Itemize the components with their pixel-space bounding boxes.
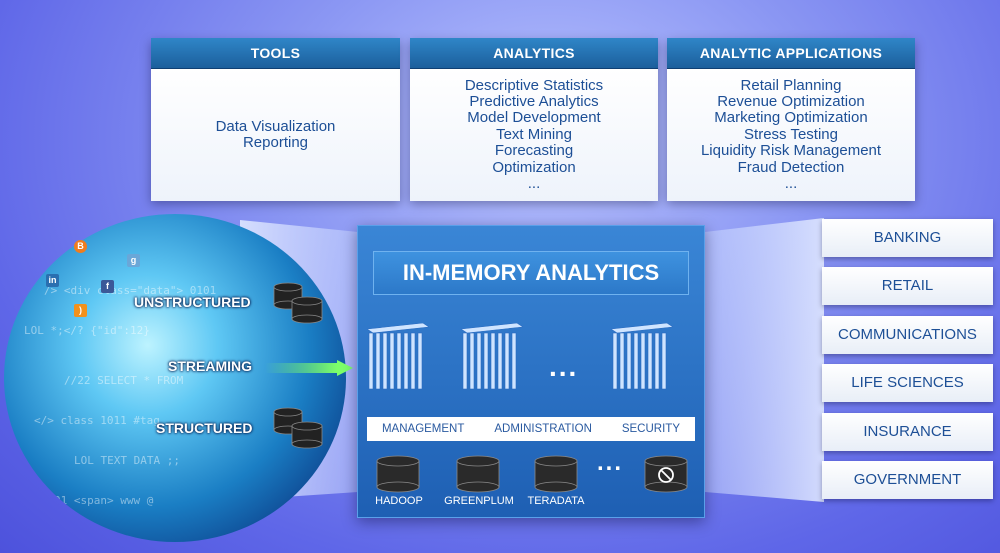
structured-db-icon [273, 407, 323, 449]
services-bar: MANAGEMENT ADMINISTRATION SECURITY [367, 417, 695, 441]
industry-life-sciences: LIFE SCIENCES [822, 364, 993, 402]
structured-label: STRUCTURED [156, 420, 253, 436]
teradata-label: TERADATA [527, 495, 585, 507]
unstructured-label: UNSTRUCTURED [134, 294, 251, 310]
more-racks-ellipsis: ... [549, 351, 579, 382]
applications-item: Retail Planning [740, 76, 842, 94]
hadoop-label: HADOOP [375, 495, 423, 507]
administration-label: ADMINISTRATION [494, 423, 592, 435]
industry-communications: COMMUNICATIONS [822, 316, 993, 354]
server-rack-icon [461, 323, 523, 390]
industry-banking: BANKING [822, 219, 993, 257]
applications-panel-title: ANALYTIC APPLICATIONS [667, 38, 915, 69]
greenplum-label: GREENPLUM [444, 495, 514, 507]
applications-item: ... [784, 175, 798, 193]
greenplum-db-icon [456, 455, 500, 493]
applications-panel-list: Retail Planning Revenue Optimization Mar… [667, 69, 915, 201]
unstructured-db-icon [273, 282, 323, 324]
analytics-item: Optimization [492, 158, 576, 176]
in-memory-analytics-hub: IN-MEMORY ANALYTICS ... MANAGEMENT ADMIN… [357, 225, 705, 518]
streaming-arrow-icon [265, 360, 353, 376]
analytics-item: Text Mining [496, 125, 572, 143]
analytics-panel-list: Descriptive Statistics Predictive Analyt… [410, 69, 658, 201]
applications-item: Liquidity Risk Management [700, 142, 882, 160]
analytics-item: Predictive Analytics [469, 92, 599, 110]
server-rack-icon [611, 323, 673, 390]
analytics-item: Model Development [467, 109, 601, 127]
teradata-db-icon [534, 455, 578, 493]
hadoop-db-icon [376, 455, 420, 493]
analytics-item: ... [527, 175, 541, 193]
analytics-panel: ANALYTICS Descriptive Statistics Predict… [410, 38, 658, 201]
tools-panel-list: Data Visualization Reporting [151, 69, 400, 201]
blogger-icon: B [74, 240, 87, 253]
right-funnel [705, 218, 824, 502]
industry-insurance: INSURANCE [822, 413, 993, 451]
analytics-item: Descriptive Statistics [464, 76, 604, 94]
prohibited-db-icon [644, 455, 688, 493]
data-globe: /> <div class="data"> 0101 LOL *;</? {"i… [4, 214, 346, 542]
tools-item: Reporting [242, 134, 309, 151]
analytics-item: Forecasting [494, 142, 574, 160]
security-label: SECURITY [621, 423, 680, 435]
hub-title: IN-MEMORY ANALYTICS [373, 251, 689, 295]
analytic-applications-panel: ANALYTIC APPLICATIONS Retail Planning Re… [667, 38, 915, 201]
management-label: MANAGEMENT [381, 423, 465, 435]
streaming-label: STREAMING [168, 358, 252, 374]
linkedin-icon: in [46, 274, 59, 287]
tools-item: Data Visualization [215, 117, 336, 135]
server-rack-icon [367, 323, 429, 390]
analytics-panel-title: ANALYTICS [410, 38, 658, 69]
applications-item: Fraud Detection [737, 158, 845, 176]
google-icon: g [127, 254, 140, 267]
rss-icon: ) [74, 304, 87, 317]
industry-retail: RETAIL [822, 267, 993, 305]
tools-panel-title: TOOLS [151, 38, 400, 69]
more-databases-ellipsis: ... [597, 449, 624, 476]
facebook-icon: f [101, 280, 114, 293]
industry-government: GOVERNMENT [822, 461, 993, 499]
tools-panel: TOOLS Data Visualization Reporting [151, 38, 400, 201]
applications-item: Revenue Optimization [717, 92, 865, 110]
applications-item: Stress Testing [744, 125, 838, 143]
applications-item: Marketing Optimization [714, 109, 868, 127]
